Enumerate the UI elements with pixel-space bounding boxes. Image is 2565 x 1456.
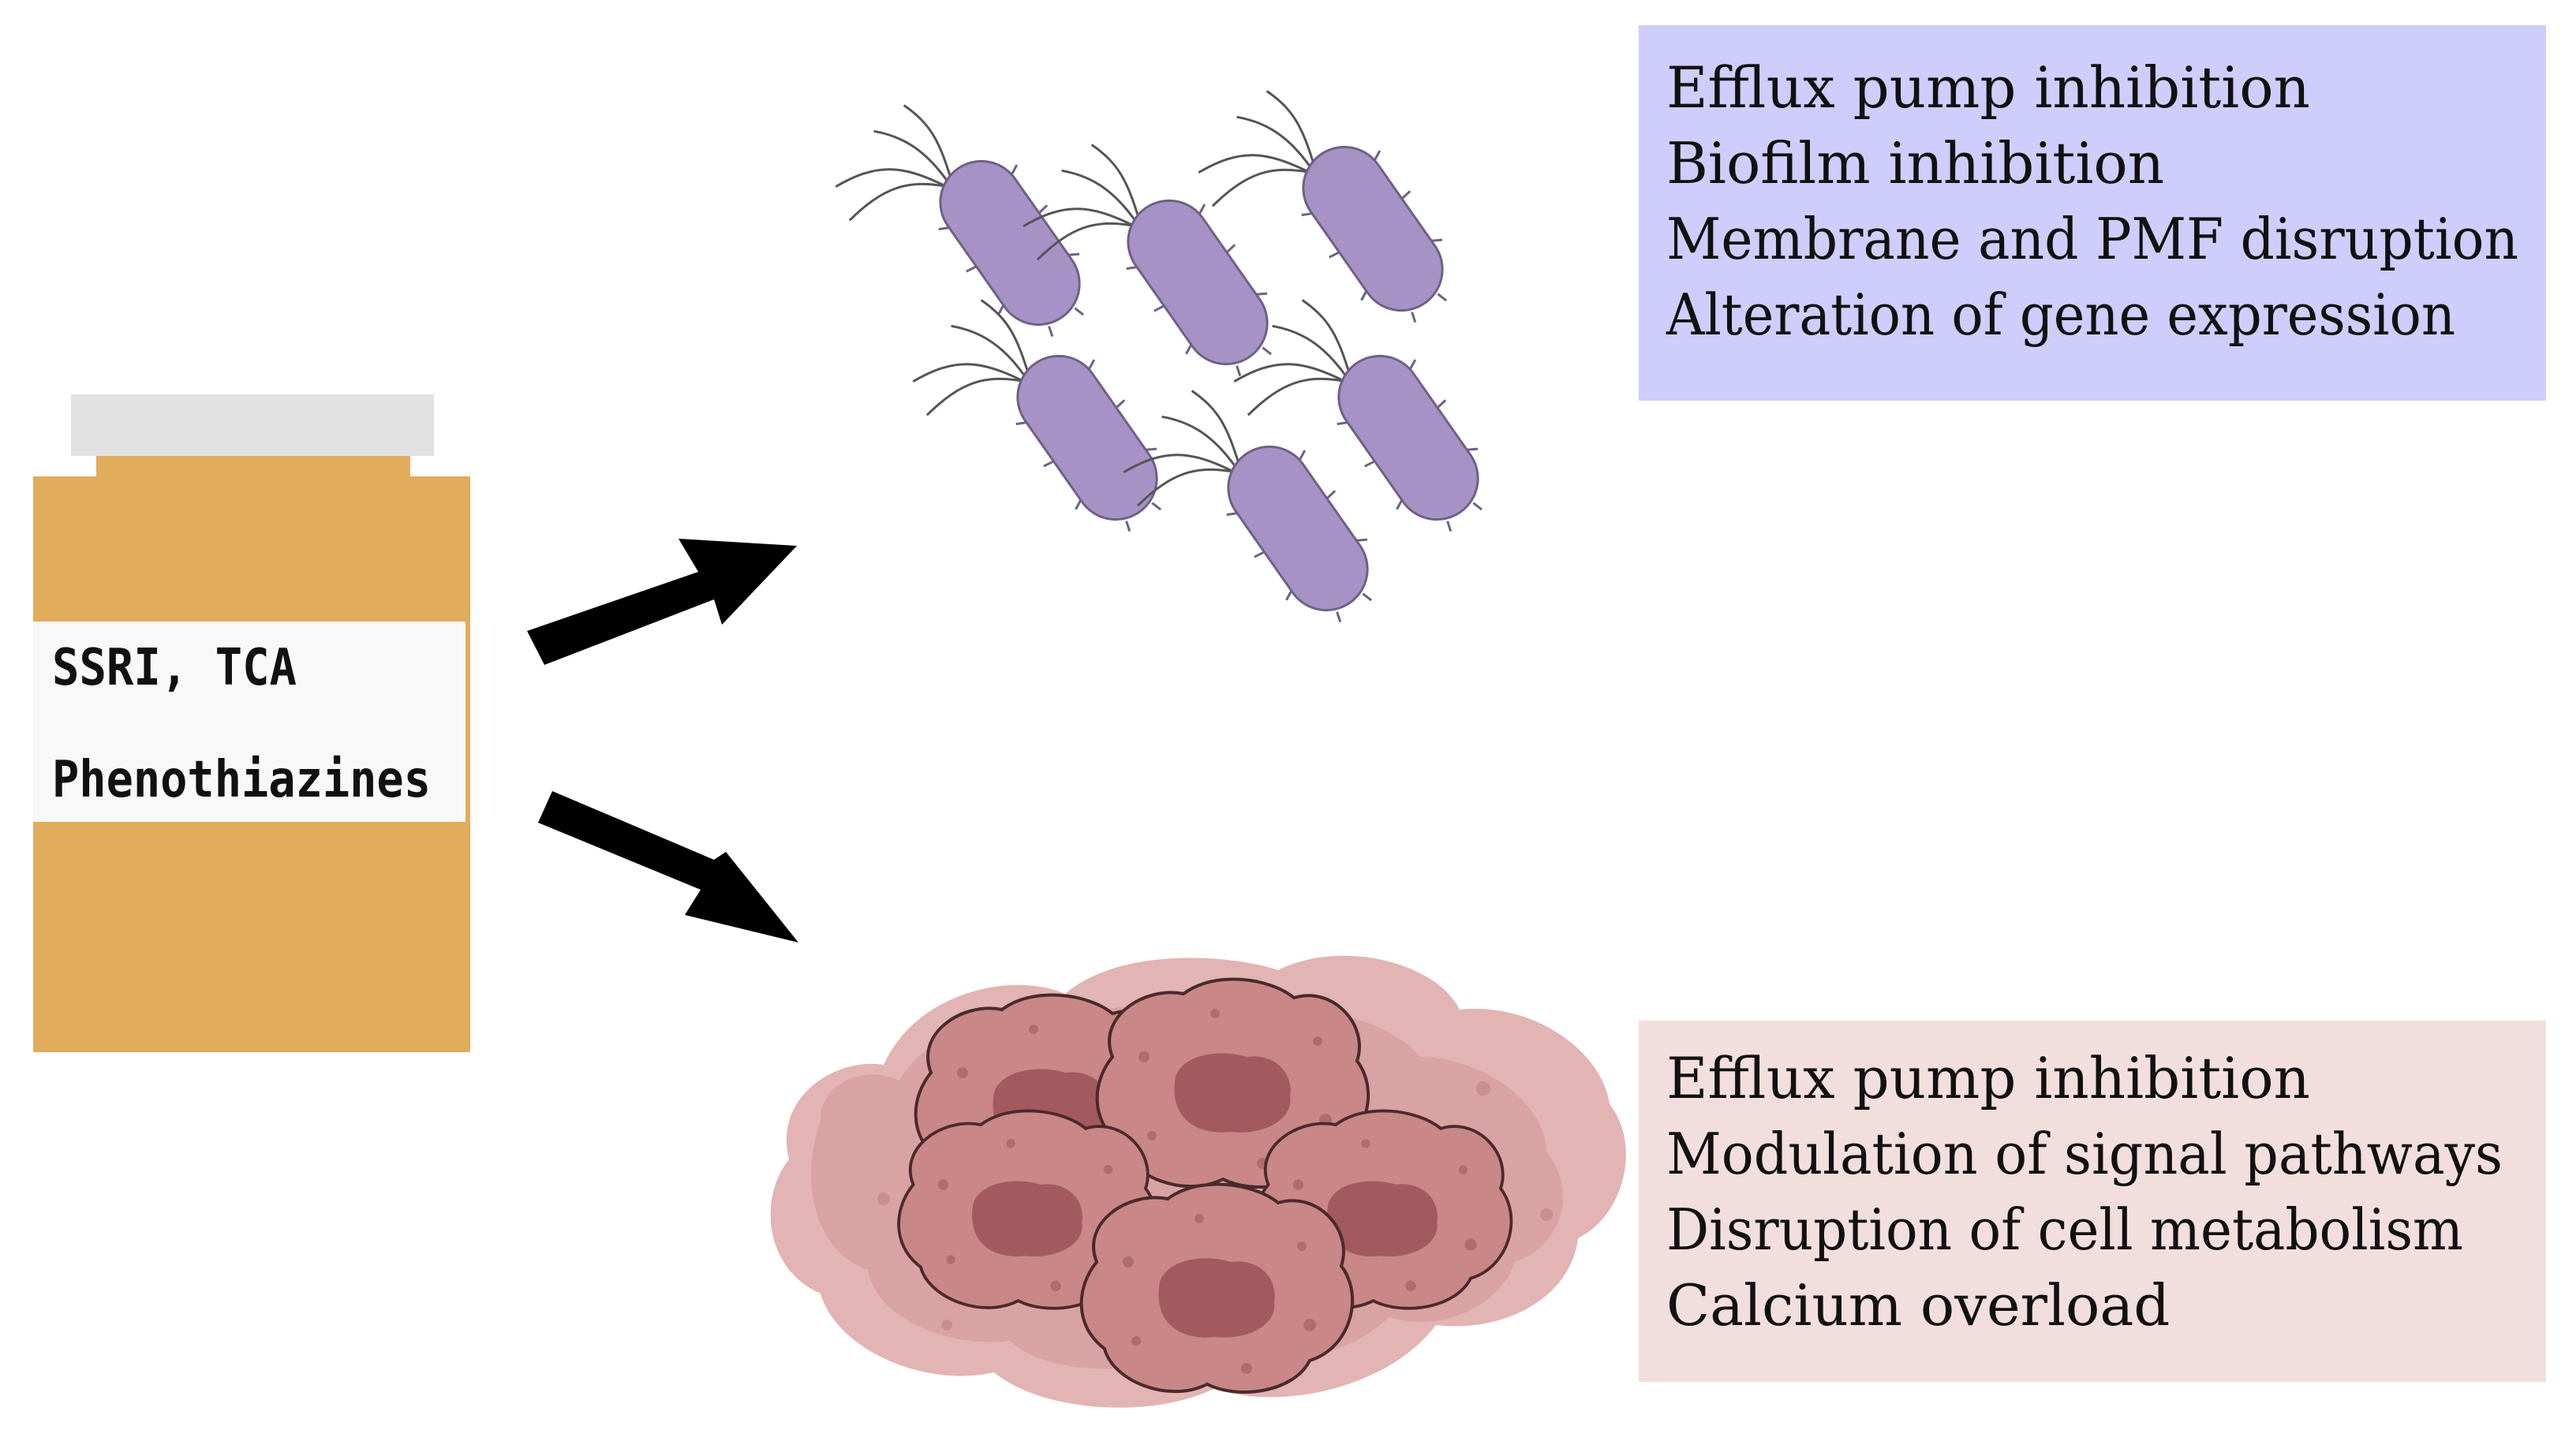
- arrow-to-bacteria: [527, 539, 797, 665]
- cancer-panel-background: [1639, 1021, 2546, 1382]
- bottle-label-line-2: Phenothiazines: [52, 751, 431, 809]
- bacteria-effects-panel: Efflux pump inhibition Biofilm inhibitio…: [1639, 25, 2546, 401]
- cancer-effect-item: Efflux pump inhibition: [1666, 1045, 2310, 1111]
- medicine-bottle: SSRI, TCA Phenothiazines: [33, 394, 470, 1052]
- bottle-label: [33, 622, 466, 822]
- bacteria-effect-item: Membrane and PMF disruption: [1666, 206, 2518, 272]
- bacteria-panel-background: [1639, 25, 2546, 401]
- arrow-to-cancer-cells: [538, 791, 798, 943]
- cancer-cell-cluster: [770, 955, 1626, 1408]
- cancer-effect-item: Modulation of signal pathways: [1666, 1121, 2503, 1187]
- cancer-cell: [1079, 1182, 1355, 1394]
- bottle-cap: [71, 394, 434, 456]
- bacteria-cluster: [812, 55, 1510, 681]
- cancer-effect-item: Calcium overload: [1666, 1272, 2170, 1338]
- bacteria-effect-item: Efflux pump inhibition: [1666, 54, 2310, 121]
- bacteria-effect-item: Biofilm inhibition: [1666, 130, 2164, 196]
- bottle-neck: [96, 456, 410, 480]
- cancer-effects-panel: Efflux pump inhibition Modulation of sig…: [1639, 1021, 2546, 1382]
- bacterium: [812, 69, 1112, 395]
- cancer-effect-item: Disruption of cell metabolism: [1666, 1197, 2463, 1263]
- bottle-label-line-1: SSRI, TCA: [52, 639, 297, 697]
- bacteria-effect-item: Alteration of gene expression: [1666, 282, 2455, 348]
